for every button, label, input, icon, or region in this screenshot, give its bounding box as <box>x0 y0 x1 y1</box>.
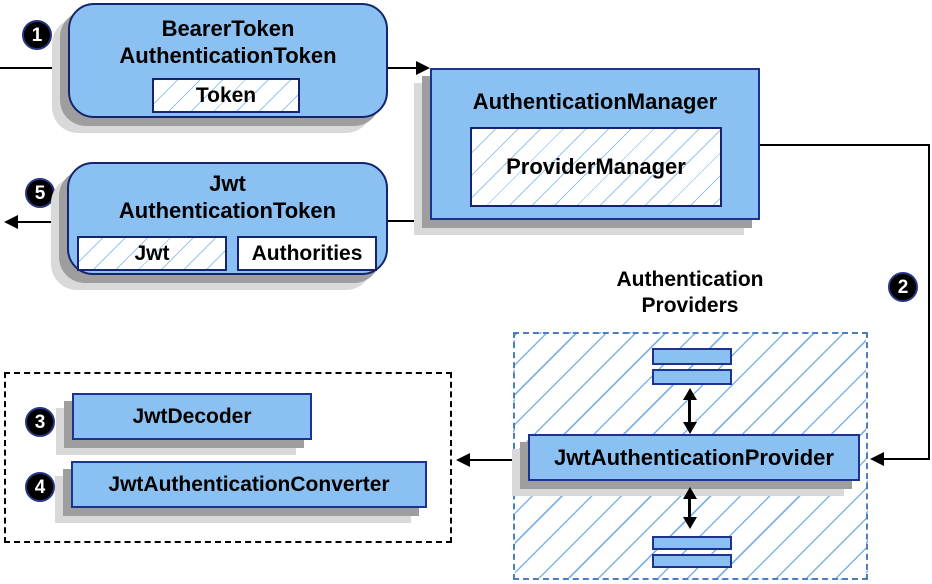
step-badge-4: 4 <box>25 472 55 502</box>
flow-line-manager-right <box>758 144 930 146</box>
node-jwt-decoder: JwtDecoder <box>72 393 312 440</box>
arrowhead-response-out <box>4 215 18 229</box>
arrowhead-into-converters-group <box>456 453 470 467</box>
node-jwt-authentication-provider: JwtAuthenticationProvider <box>528 434 860 481</box>
node-bearer-token-authentication-token: BearerToken AuthenticationToken Token <box>68 3 388 118</box>
bearer-token-title-line1: BearerToken <box>161 16 295 41</box>
jwt-token-title-line2: AuthenticationToken <box>118 198 337 223</box>
flow-line-bearer-to-manager <box>388 67 418 69</box>
node-authentication-manager: AuthenticationManager ProviderManager <box>430 68 760 220</box>
anonymous-provider-rect-1 <box>652 348 732 365</box>
field-provider-manager: ProviderManager <box>470 127 722 207</box>
node-jwt-authentication-converter: JwtAuthenticationConverter <box>71 461 427 508</box>
double-arrow-top-down-head <box>683 422 697 434</box>
double-arrow-top-shaft <box>688 398 691 424</box>
flow-line-request-in <box>0 67 68 69</box>
flow-line-manager-to-jwt-token <box>388 220 430 222</box>
flow-line-response-out <box>18 221 68 223</box>
flow-line-provider-to-converters <box>470 459 528 461</box>
converters-group-container <box>4 372 452 543</box>
double-arrow-top-up-head <box>683 388 697 400</box>
field-authorities: Authorities <box>237 236 377 271</box>
providers-group-title-line1: Authentication <box>616 268 764 291</box>
providers-group-title-line2: Providers <box>641 294 739 317</box>
step-badge-1: 1 <box>22 20 52 50</box>
arrowhead-into-authentication-manager <box>416 61 430 75</box>
providers-group-title: Authentication Providers <box>540 267 840 319</box>
double-arrow-bottom-down-head <box>683 517 697 529</box>
anonymous-provider-rect-3 <box>652 536 732 550</box>
double-arrow-bottom-up-head <box>683 487 697 499</box>
anonymous-provider-rect-4 <box>652 554 732 568</box>
anonymous-provider-rect-2 <box>652 369 732 385</box>
double-arrow-bottom-shaft <box>688 497 691 519</box>
step-badge-3: 3 <box>25 407 55 437</box>
flow-line-into-provider <box>884 458 930 460</box>
arrowhead-into-jwt-authentication-provider <box>870 452 884 466</box>
jwt-token-title-line1: Jwt <box>209 171 246 196</box>
field-token: Token <box>152 78 300 113</box>
node-jwt-authentication-token: Jwt AuthenticationToken Jwt Authorities <box>67 162 388 275</box>
step-badge-2: 2 <box>888 272 918 302</box>
bearer-token-title-line2: AuthenticationToken <box>119 43 337 68</box>
authentication-manager-title: AuthenticationManager <box>472 89 718 114</box>
step-badge-5: 5 <box>25 178 55 208</box>
flow-line-right-vertical <box>928 144 930 460</box>
field-jwt: Jwt <box>77 236 227 271</box>
